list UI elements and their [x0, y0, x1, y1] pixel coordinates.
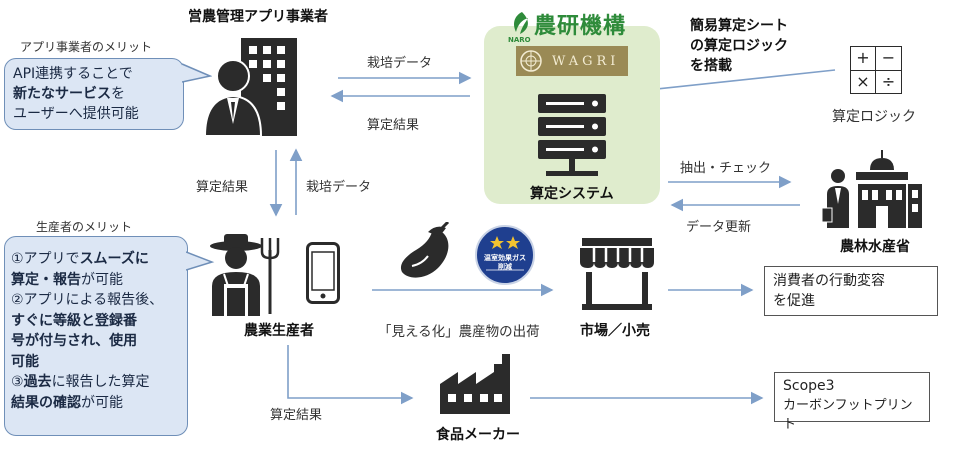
app-merit-heading: アプリ事業者のメリット	[20, 40, 153, 54]
ministry-building-icon	[822, 150, 922, 228]
market-store-icon	[580, 238, 654, 310]
label-result-top: 算定結果	[367, 118, 420, 133]
app-bubble-tail	[182, 63, 212, 83]
consumer-behavior-box: 消費者の行動変容 を促進	[764, 266, 938, 316]
wagri-logo: WAGRI	[516, 46, 628, 76]
wagri-text: WAGRI	[552, 53, 620, 69]
badge-text: 温室効果ガス 削減	[484, 254, 526, 271]
system-label: 算定システム	[530, 186, 614, 202]
label-result-bottom: 算定結果	[270, 408, 323, 423]
logic-label: 算定ロジック	[832, 109, 916, 125]
app-merit-line: API連携することで	[13, 66, 133, 82]
eggplant-icon	[400, 222, 450, 278]
app-operator-title: 営農管理アプリ事業者	[188, 9, 328, 25]
naro-logo-icon	[514, 12, 528, 34]
producer-merit-line: すぐに等級と登録番	[11, 312, 137, 329]
logic-description: 簡易算定シート の算定ロジック を搭載	[690, 18, 788, 74]
producer-merit-line: ②アプリによる報告後、	[11, 292, 164, 308]
producer-bubble-tail	[186, 251, 215, 271]
factory-icon	[440, 354, 510, 414]
ministry-label: 農林水産省	[840, 239, 910, 255]
label-cultivation-data-top: 栽培データ	[367, 56, 433, 71]
producer-merit-line: 結果の確認が可能	[11, 394, 123, 411]
producer-merit-line: ③過去に報告した算定	[11, 374, 150, 390]
producer-merit-line: 可能	[11, 353, 39, 370]
app-merit-bubble: API連携することで 新たなサービスを ユーザーへ提供可能	[4, 58, 184, 130]
business-building-icon	[203, 38, 297, 137]
arrow-result-to-foodmaker	[287, 345, 414, 405]
wagri-emblem-icon	[520, 50, 542, 72]
label-visible-shipment: 「見える化」農産物の出荷	[378, 324, 540, 340]
producer-merit-heading: 生産者のメリット	[36, 220, 133, 234]
label-result-left: 算定結果	[196, 180, 249, 195]
label-extract-check: 抽出・チェック	[680, 161, 772, 176]
producer-merit-line: 号が付与され、使用	[11, 333, 138, 349]
naro-logo-text: 農研機構	[534, 14, 627, 39]
scope3-box: Scope3 カーボンフットプリント	[774, 372, 930, 432]
app-merit-line: 新たなサービスを	[13, 86, 125, 102]
producer-merit-line: 算定・報告が可能	[11, 271, 123, 288]
ghg-reduction-badge-icon	[475, 225, 535, 285]
farmer-icon	[210, 234, 280, 316]
market-label: 市場／小売	[580, 323, 650, 339]
label-cultivation-data-left: 栽培データ	[306, 180, 372, 195]
naro-logo-sub: NARO	[508, 36, 531, 44]
calculator-icon: + − × ÷	[850, 46, 902, 94]
producer-merit-bubble: ①アプリでスムーズに 算定・報告が可能 ②アプリによる報告後、 すぐに等級と登録…	[4, 236, 188, 436]
food-maker-label: 食品メーカー	[436, 427, 520, 443]
producer-merit-line: ①アプリでスムーズに	[11, 251, 149, 267]
server-icon	[538, 94, 606, 176]
producer-label: 農業生産者	[244, 323, 314, 339]
app-merit-line: ユーザーへ提供可能	[13, 106, 139, 122]
smartphone-icon	[306, 242, 340, 304]
label-data-update: データ更新	[686, 220, 752, 235]
